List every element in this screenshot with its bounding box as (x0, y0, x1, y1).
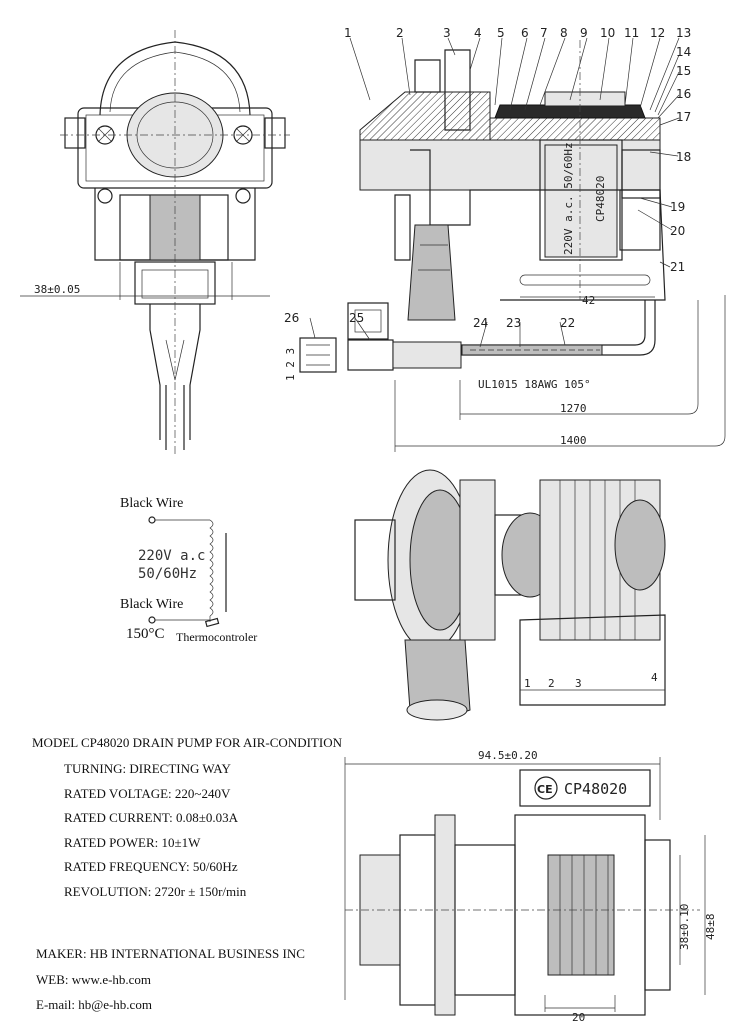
spec-list: TURNING: DIRECTING WAY RATED VOLTAGE: 22… (64, 757, 246, 904)
front-view (20, 30, 290, 455)
part-5: 5 (497, 26, 505, 40)
part-22: 22 (560, 316, 575, 330)
part-13: 13 (676, 26, 691, 40)
dim-48: 48±8 (704, 914, 717, 941)
part-2: 2 (396, 26, 404, 40)
part-26: 26 (284, 311, 299, 325)
part-20: 20 (670, 224, 685, 238)
part-18: 18 (676, 150, 691, 164)
bottom-width-dim: 94.5±0.20 (478, 749, 538, 762)
part-9: 9 (580, 26, 588, 40)
part-11: 11 (624, 26, 639, 40)
part-1: 1 (344, 26, 352, 40)
wire-bottom-label: Black Wire (120, 597, 184, 612)
thermo-label: Thermocontroler (176, 630, 258, 644)
wiring-voltage: 220V a.c (138, 548, 206, 564)
photo-pin-1: 1 (524, 677, 531, 690)
photo-pin-4: 4 (651, 671, 658, 684)
dim-42: 42 (582, 294, 595, 307)
photo-pin-3: 3 (575, 677, 582, 690)
photo-pin-2: 2 (548, 677, 555, 690)
spec-voltage: RATED VOLTAGE: 220~240V (64, 785, 231, 801)
part-4: 4 (474, 26, 482, 40)
spec-revolution: REVOLUTION: 2720r ± 150r/min (64, 883, 247, 899)
part-7: 7 (540, 26, 548, 40)
side-section-view (299, 37, 726, 452)
part-8: 8 (560, 26, 568, 40)
svg-text:CE: CE (537, 783, 553, 796)
wiring-frequency: 50/60Hz (138, 566, 198, 582)
spec-frequency: RATED FREQUENCY: 50/60Hz (64, 859, 238, 874)
part-19: 19 (670, 200, 685, 214)
connector-pins: 1 2 3 (284, 348, 297, 381)
part-16: 16 (676, 87, 691, 101)
motor-label-model: CP48020 (594, 176, 607, 222)
part-15: 15 (676, 64, 691, 78)
spec-current: RATED CURRENT: 0.08±0.03A (64, 810, 239, 825)
part-10: 10 (600, 26, 615, 40)
part-number-labels: 1 2 3 4 5 6 7 8 9 10 11 12 13 14 15 16 1… (284, 26, 691, 330)
pump-3d-view (354, 469, 666, 721)
model-title: MODEL CP48020 DRAIN PUMP FOR AIR-CONDITI… (32, 735, 342, 750)
cable-spec-label: UL1015 18AWG 105° (478, 378, 591, 391)
bottom-view (344, 757, 706, 1016)
wiring-diagram (148, 516, 227, 628)
dim-1270: 1270 (560, 402, 587, 415)
part-6: 6 (521, 26, 529, 40)
dim-20: 20 (572, 1011, 585, 1024)
maker-email: E-mail: hb@e-hb.com (36, 997, 152, 1012)
part-12: 12 (650, 26, 665, 40)
part-24: 24 (473, 316, 488, 330)
bottom-label-model: CP48020 (564, 780, 627, 798)
part-14: 14 (676, 45, 691, 59)
part-17: 17 (676, 110, 691, 124)
wire-top-label: Black Wire (120, 496, 184, 511)
thermo-temp: 150°C (126, 626, 165, 642)
motor-label-voltage: 220V a.c. 50/60Hz (562, 142, 575, 255)
maker-web: WEB: www.e-hb.com (36, 972, 152, 987)
part-25: 25 (349, 311, 364, 325)
spec-turning: TURNING: DIRECTING WAY (64, 761, 231, 776)
part-21: 21 (670, 260, 685, 274)
maker-name: MAKER: HB INTERNATIONAL BUSINESS INC (36, 946, 305, 961)
part-23: 23 (506, 316, 521, 330)
part-3: 3 (443, 26, 451, 40)
front-width-dim: 38±0.05 (34, 283, 80, 296)
spec-power: RATED POWER: 10±1W (64, 834, 201, 850)
dim-1400: 1400 (560, 434, 587, 447)
dim-38-bottom: 38±0.10 (678, 904, 691, 950)
ce-mark-icon: CE (534, 776, 558, 800)
